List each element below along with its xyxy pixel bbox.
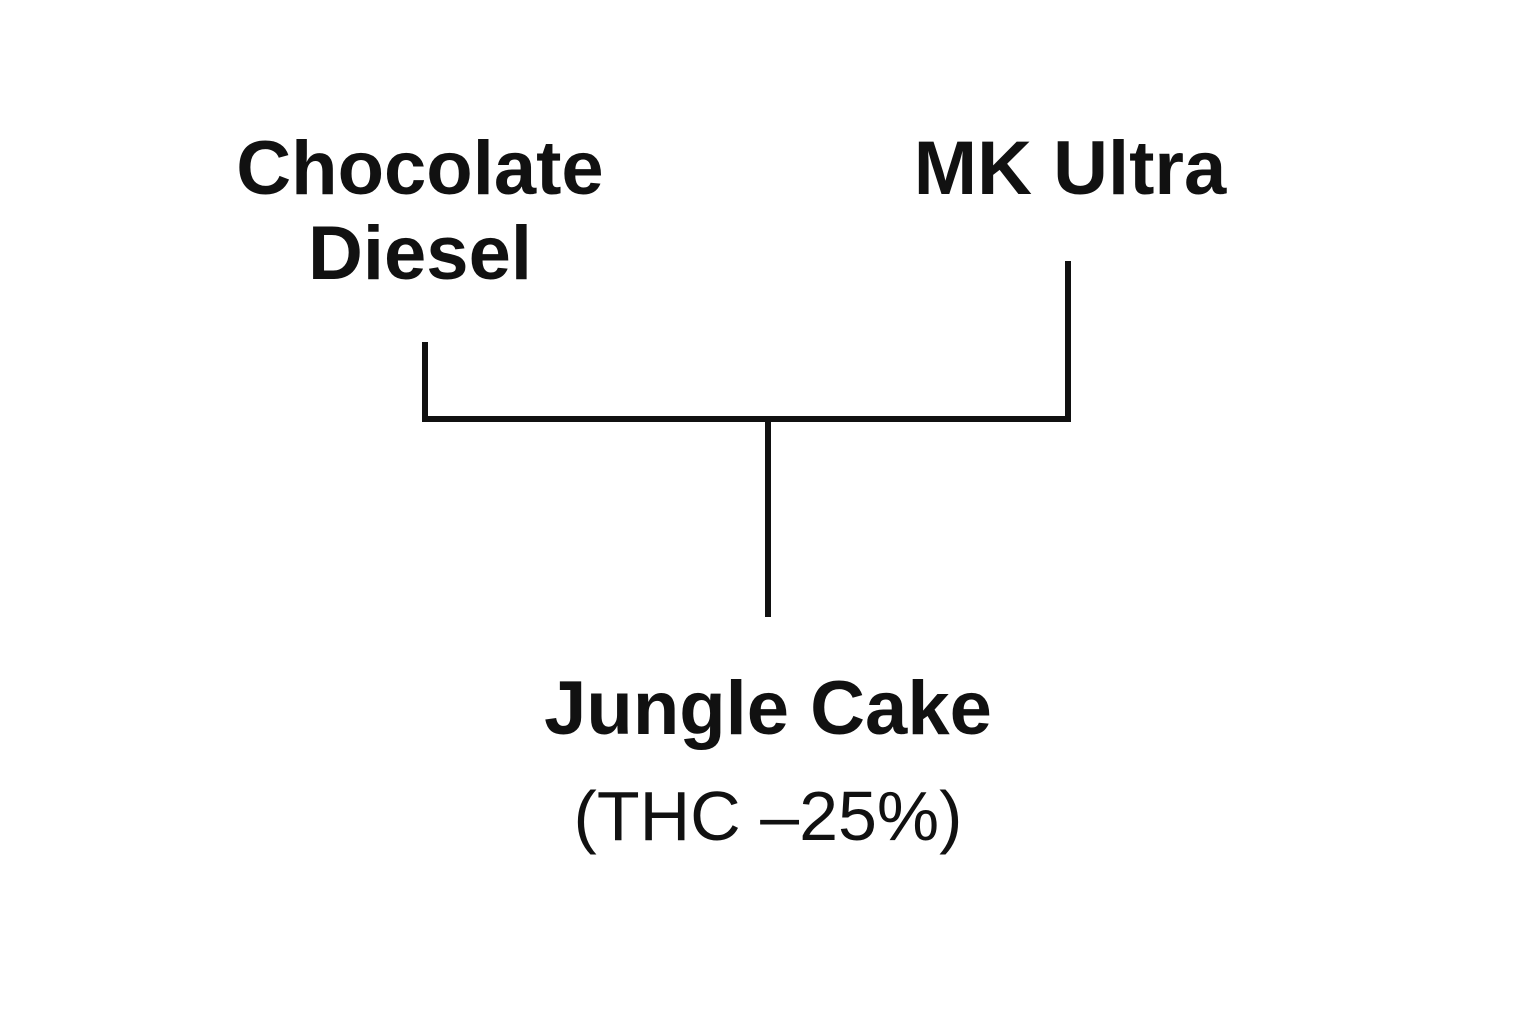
parent-left-line-1: Chocolate bbox=[236, 126, 604, 211]
parent-chocolate-diesel-label: Chocolate Diesel bbox=[160, 126, 680, 296]
child-jungle-cake-label: Jungle Cake bbox=[544, 666, 992, 751]
parent-left-line-2: Diesel bbox=[308, 211, 532, 297]
child-thc-info: (THC –25%) bbox=[573, 777, 963, 855]
parent-mk-ultra-label: MK Ultra bbox=[913, 126, 1227, 211]
